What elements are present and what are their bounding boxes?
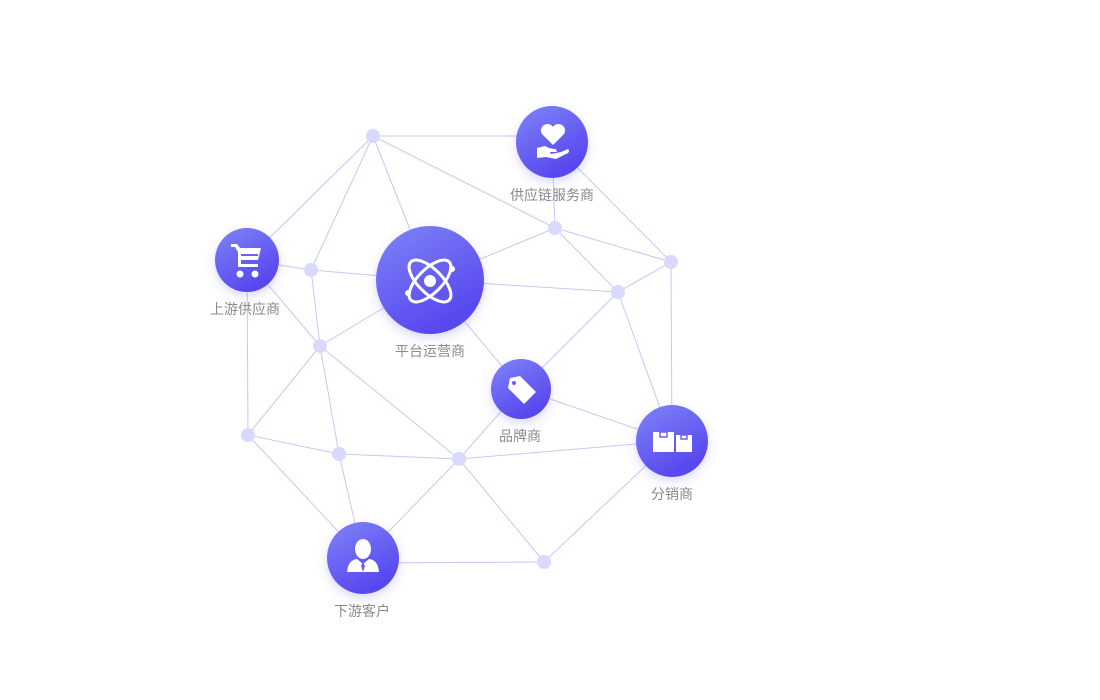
edge <box>247 434 340 455</box>
node-label: 分销商 <box>651 487 693 503</box>
junction-dots <box>241 129 678 569</box>
junction-dot <box>537 555 551 569</box>
node-label: 品牌商 <box>499 428 541 445</box>
edge <box>310 269 321 347</box>
node-label: 平台运营商 <box>395 344 465 360</box>
junction-dot <box>366 129 380 143</box>
atom-icon <box>405 258 455 304</box>
edge <box>338 453 460 460</box>
boxes-icon <box>653 431 692 452</box>
junction-dot <box>332 447 346 461</box>
junction-dot <box>313 339 327 353</box>
node-downstream-customer[interactable]: 下游客户 <box>327 522 399 620</box>
node-supply-chain-services[interactable]: 供应链服务商 <box>510 106 594 204</box>
shopping-cart-icon <box>231 244 261 278</box>
edge <box>247 345 321 436</box>
edge <box>319 345 460 460</box>
price-tag-icon <box>508 376 536 404</box>
node-label: 供应链服务商 <box>510 187 594 204</box>
node-label: 上游供应商 <box>210 301 280 318</box>
edge <box>372 135 556 229</box>
edge <box>319 345 340 455</box>
edge <box>310 135 374 271</box>
junction-dot <box>611 285 625 299</box>
node-distributor[interactable]: 分销商 <box>636 405 708 503</box>
heart-hand-icon <box>537 123 569 159</box>
edge <box>617 261 672 293</box>
junction-dot <box>452 452 466 466</box>
node-upstream-supplier[interactable]: 上游供应商 <box>210 228 280 318</box>
edge <box>554 227 672 263</box>
person-icon <box>347 539 379 572</box>
junction-dot <box>304 263 318 277</box>
junction-dot <box>548 221 562 235</box>
edge <box>554 227 619 293</box>
edge <box>458 458 545 563</box>
junction-dot <box>664 255 678 269</box>
junction-dot <box>241 428 255 442</box>
node-brand[interactable]: 品牌商 <box>491 359 551 445</box>
node-platform[interactable]: 平台运营商 <box>376 226 484 360</box>
node-label: 下游客户 <box>334 603 390 620</box>
